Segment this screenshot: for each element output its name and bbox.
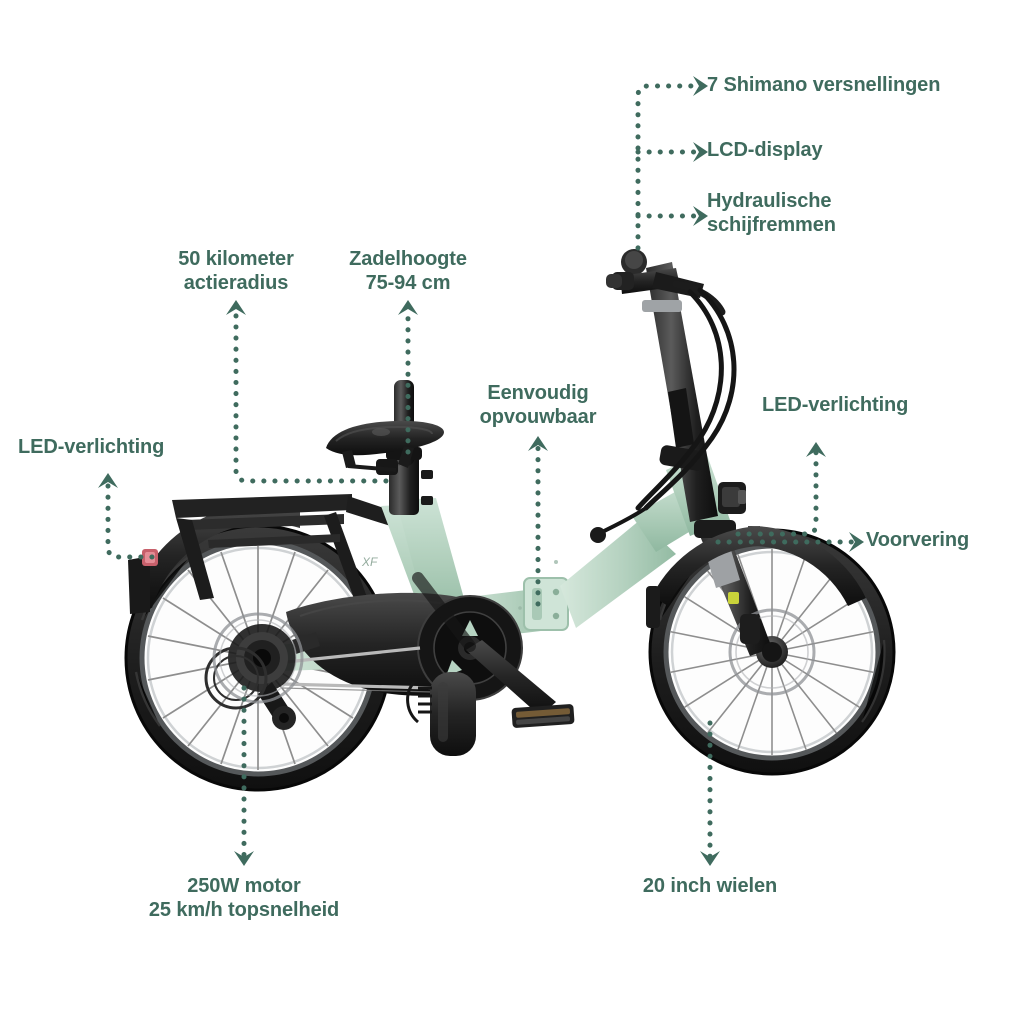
front-disc-brake [728,608,816,696]
svg-text:XF: XF [361,555,378,569]
callout-wheels: 20 inch wielen [642,875,778,897]
rear-disc-brake [212,612,304,704]
rear-luggage-rack [172,494,420,604]
callout-led-rear: LED-verlichting [18,436,165,458]
pedal [511,704,575,728]
brake-cables [635,287,737,511]
rear-derailleur [204,624,320,730]
bike-chain [281,646,433,690]
rear-hub-motor [430,672,476,756]
callout-suspension: Voorvering [866,529,970,551]
callout-hydraulic-brakes: Hydraulische schijfremmen [707,190,836,236]
front-mudguard [646,525,866,628]
rear-light [142,549,158,566]
cable-clamp [590,527,606,543]
callout-shimano: 7 Shimano versnellingen [707,74,941,96]
callout-foldable: Eenvoudig opvouwbaar [479,382,597,428]
callout-saddle-height: Zadelhoogte 75-94 cm [349,248,467,294]
cable-coil [406,681,432,724]
callout-led-front: LED-verlichting [762,394,909,416]
callout-lcd-display: LCD-display [707,139,823,161]
callout-range: 50 kilometer actieradius [178,248,294,294]
saddle [326,420,444,475]
front-light [718,482,746,514]
callout-motor: 250W motor 25 km/h topsnelheid [148,875,340,921]
